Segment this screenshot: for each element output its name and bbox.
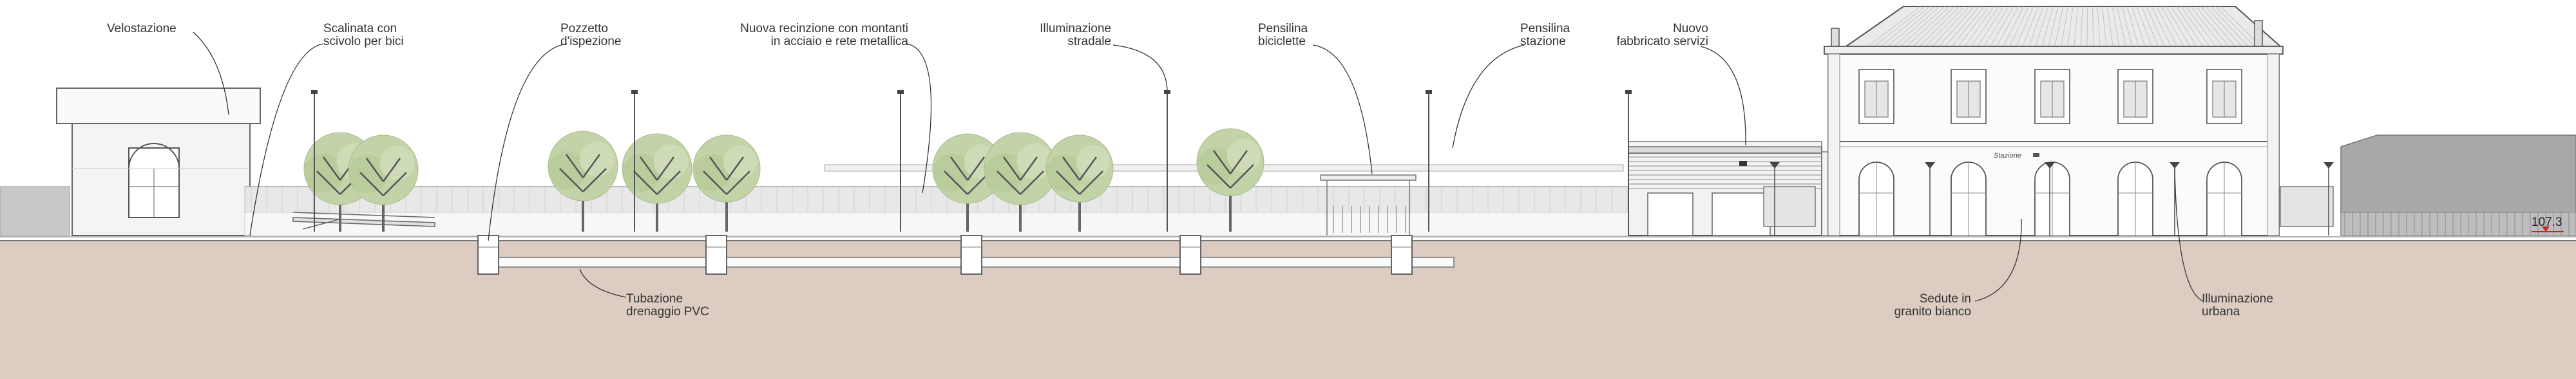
street-lamp (1426, 90, 1432, 232)
inspection-pit (1391, 235, 1413, 275)
tree (1196, 128, 1264, 232)
gate-right (2280, 186, 2334, 227)
leader-illum-urbana (2174, 168, 2204, 302)
label-fabbricato-2: fabbricato servizi (1616, 35, 1708, 48)
lower-wall (244, 212, 1804, 236)
leader-pozzetto (488, 43, 568, 241)
leader-recinzione (906, 43, 932, 194)
tree (984, 132, 1057, 232)
street-lamp (1625, 90, 1632, 232)
label-illum-stradale-2: stradale (1067, 35, 1111, 48)
stair-ramp (292, 212, 435, 230)
street-lamp (897, 90, 904, 232)
label-pensilina-staz-1: Pensilina (1520, 22, 1570, 35)
street-lamp (311, 90, 318, 232)
leader-velostazione (193, 32, 229, 115)
urban-lamp (2323, 162, 2334, 236)
leader-pensilina-bici (1312, 44, 1373, 174)
label-illum-urbana-2: urbana (2202, 305, 2240, 319)
label-fabbricato-1: Nuovo (1673, 22, 1708, 35)
roof-tiles (1867, 6, 2262, 47)
tree-row (303, 128, 1264, 232)
leader-illum-stradale (1112, 44, 1168, 91)
label-velostazione: Velostazione (107, 22, 177, 35)
urban-lamp (2045, 162, 2055, 236)
tree (932, 133, 1003, 232)
label-pensilina-staz-2: stazione (1520, 35, 1566, 48)
leader-sedute (1974, 218, 2022, 302)
inspection-pit (705, 235, 727, 275)
label-scalinata-2: scivolo per bici (323, 35, 404, 48)
left-wall (0, 186, 70, 236)
label-illum-stradale-1: Illuminazione (1040, 22, 1111, 35)
elevation-value: 107.3 (2532, 216, 2562, 229)
tree (692, 134, 761, 232)
urban-lamp (1925, 162, 1935, 236)
label-pozzetto-2: d'ispezione (560, 35, 621, 48)
label-recinzione-2: in acciaio e rete metallica (771, 35, 909, 48)
elevation-arrow (2542, 226, 2550, 232)
leader-scalinata (249, 43, 324, 236)
urban-lamps (1770, 162, 2334, 236)
services-cladding (1628, 156, 1822, 189)
bike-racks (1333, 206, 1406, 233)
velostazione-building (56, 88, 261, 236)
label-sedute-2: granito bianco (1894, 305, 1971, 319)
right-grey-block (2340, 134, 2576, 236)
street-lamp (631, 90, 638, 232)
ground-arches (1858, 162, 2242, 236)
label-pensilina-bici-2: biciclette (1258, 35, 1306, 48)
leader-lines (193, 32, 2204, 302)
label-scalinata-1: Scalinata con (323, 22, 397, 35)
tree (348, 134, 419, 232)
gate-left (1763, 186, 1816, 227)
tree (622, 133, 692, 232)
leader-pensilina-staz (1452, 44, 1525, 149)
label-pensilina-bici-1: Pensilina (1258, 22, 1308, 35)
bike-canopy (1320, 174, 1417, 236)
station-building: Stazione (1824, 6, 2284, 236)
inspection-pit (477, 235, 499, 275)
tree (1045, 134, 1114, 232)
label-pozzetto-1: Pozzetto (560, 22, 608, 35)
label-recinzione-1: Nuova recinzione con montanti (740, 22, 908, 35)
inspection-pits (477, 235, 1413, 275)
street-lamp (1164, 90, 1170, 232)
label-sedute-1: Sedute in (1920, 292, 1971, 306)
tree (548, 131, 618, 232)
inspection-pit (960, 235, 982, 275)
label-tubazione-1: Tubazione (626, 292, 683, 306)
street-lamps (311, 90, 1632, 232)
upper-windows (1858, 69, 2242, 124)
leader-fabbricato (1700, 46, 1746, 146)
inspection-pit (1179, 235, 1201, 275)
label-illum-urbana-1: Illuminazione (2202, 292, 2273, 306)
urban-lamp (1770, 162, 1780, 236)
label-tubazione-2: drenaggio PVC (626, 305, 709, 319)
station-sign: Stazione (1994, 152, 2021, 160)
leader-tubazione (579, 268, 627, 298)
right-fence-slats (2344, 212, 2570, 236)
